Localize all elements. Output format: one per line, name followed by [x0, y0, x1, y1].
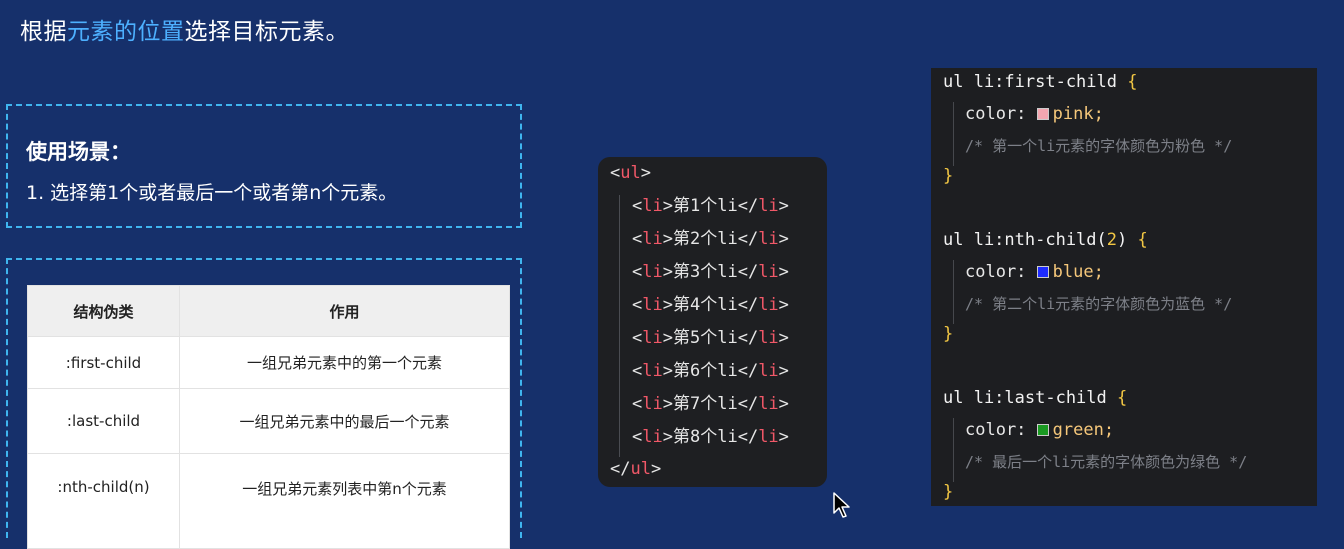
table-row: :last-child 一组兄弟元素中的最后一个元素 — [27, 388, 510, 454]
css-declaration-line: color: green; — [965, 420, 1115, 440]
pseudo-class-table-box: 结构伪类 作用 :first-child 一组兄弟元素中的第一个元素 :last… — [6, 258, 522, 549]
css-selector-line: ul li:nth-child(2) { — [943, 230, 1148, 250]
css-selector-line: ul li:last-child { — [943, 388, 1128, 408]
css-comment-line: /* 第二个li元素的字体颜色为蓝色 */ — [965, 295, 1233, 313]
table-cell: :first-child — [27, 336, 180, 389]
css-close-brace: } — [943, 166, 954, 186]
usage-scenario-item: 1. 选择第1个或者最后一个或者第n个元素。 — [26, 182, 398, 204]
css-close-brace: } — [943, 482, 954, 502]
code-line-li: <li>第8个li</li> — [632, 427, 789, 447]
code-line-li: <li>第4个li</li> — [632, 295, 789, 315]
table-cell: 一组兄弟元素列表中第n个元素 — [179, 453, 510, 549]
color-swatch-icon — [1036, 266, 1049, 278]
code-line-li: <li>第1个li</li> — [632, 196, 789, 216]
css-code-block: ul li:first-child { color: pink; /* 第一个l… — [931, 68, 1317, 506]
code-line-li: <li>第6个li</li> — [632, 361, 789, 381]
column-header: 作用 — [179, 285, 510, 337]
indent-guide — [953, 418, 954, 482]
color-swatch-icon — [1036, 108, 1049, 120]
indent-guide — [953, 102, 954, 166]
code-line-ul-open: <ul> — [610, 163, 651, 183]
heading-highlight: 元素的位置 — [67, 19, 185, 45]
table-cell: 一组兄弟元素中的最后一个元素 — [179, 388, 510, 454]
code-line-li: <li>第2个li</li> — [632, 229, 789, 249]
code-line-li: <li>第3个li</li> — [632, 262, 789, 282]
color-swatch-icon — [1036, 424, 1049, 436]
slide-heading: 根据元素的位置选择目标元素。 — [20, 12, 349, 46]
table-header-row: 结构伪类 作用 — [27, 285, 510, 337]
pseudo-class-table: 结构伪类 作用 :first-child 一组兄弟元素中的第一个元素 :last… — [27, 285, 510, 549]
column-header: 结构伪类 — [27, 285, 180, 337]
css-declaration-line: color: pink; — [965, 104, 1104, 124]
css-close-brace: } — [943, 324, 954, 344]
css-declaration-line: color: blue; — [965, 262, 1104, 282]
usage-scenario-box: 使用场景： 1. 选择第1个或者最后一个或者第n个元素。 — [6, 104, 522, 228]
heading-pre: 根据 — [20, 19, 67, 45]
heading-post: 选择目标元素。 — [184, 19, 349, 45]
code-line-li: <li>第5个li</li> — [632, 328, 789, 348]
table-cell: :nth-child(n) — [27, 453, 180, 549]
table-cell: 一组兄弟元素中的第一个元素 — [179, 336, 510, 389]
code-line-ul-close: </ul> — [610, 459, 662, 479]
code-line-li: <li>第7个li</li> — [632, 394, 789, 414]
indent-guide — [619, 195, 620, 457]
html-code-block: <ul> <li>第1个li</li> <li>第2个li</li> <li>第… — [598, 157, 827, 487]
usage-scenario-title: 使用场景： — [26, 140, 131, 164]
css-comment-line: /* 最后一个li元素的字体颜色为绿色 */ — [965, 453, 1248, 471]
table-cell: :last-child — [27, 388, 180, 454]
css-selector-line: ul li:first-child { — [943, 72, 1138, 92]
mouse-pointer-icon — [833, 492, 851, 522]
table-row: :nth-child(n) 一组兄弟元素列表中第n个元素 — [27, 453, 510, 549]
table-row: :first-child 一组兄弟元素中的第一个元素 — [27, 336, 510, 389]
indent-guide — [953, 260, 954, 324]
css-comment-line: /* 第一个li元素的字体颜色为粉色 */ — [965, 137, 1233, 155]
